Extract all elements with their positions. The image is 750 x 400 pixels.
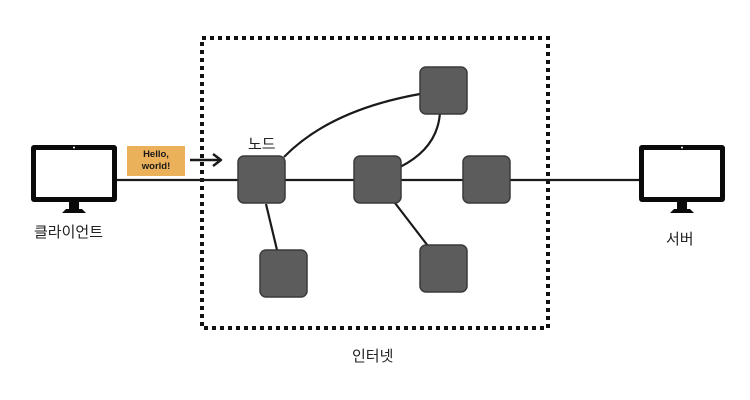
node-entry [237, 155, 286, 204]
internet-boundary [200, 36, 550, 330]
internet-label: 인터넷 [352, 347, 394, 365]
edge-node1-node-top [283, 92, 421, 158]
message-line-2: world! [141, 161, 171, 172]
node-right [462, 155, 511, 204]
node-bottom-right [419, 244, 468, 293]
client-label: 클라이언트 [34, 223, 104, 241]
edge-node-top-node-mid [399, 111, 442, 168]
node-middle [353, 155, 402, 204]
node-top [419, 66, 468, 115]
edge-node1-node-bottom-left [264, 203, 279, 251]
message-line-1: Hello, [143, 149, 169, 160]
message-packet: Hello, world! [127, 146, 185, 176]
server-monitor-icon [639, 145, 725, 213]
node-label: 노드 [248, 135, 276, 153]
client-monitor-icon [31, 145, 117, 213]
edge-node-mid-node-bottom-right [394, 202, 429, 247]
message-arrow-head [212, 153, 223, 167]
node-bottom-left [259, 249, 308, 298]
server-label: 서버 [666, 230, 694, 248]
